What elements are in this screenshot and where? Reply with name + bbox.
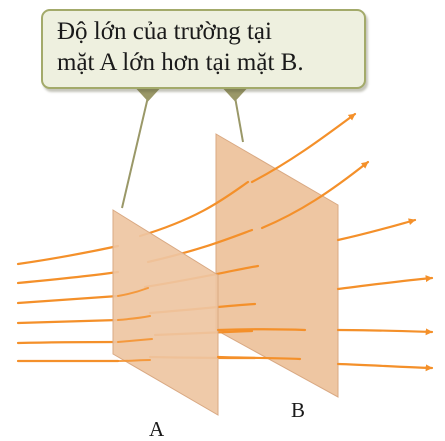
field-lines-right: [250, 112, 434, 372]
field-line-3-left: [16, 294, 120, 305]
field-line-5-through-a: [117, 338, 153, 343]
label-b: B: [291, 398, 305, 422]
pointer-to-b: [234, 96, 244, 143]
label-a: A: [149, 417, 165, 441]
callout-pointers: [121, 87, 249, 209]
field-line-6-front-b: [216, 355, 302, 361]
field-line-6-through-a: [117, 359, 151, 362]
field-lines-left: [16, 244, 120, 363]
field-line-2-left: [16, 270, 120, 285]
field-line-1-right: [250, 112, 357, 184]
field-line-3-through-a: [117, 287, 149, 297]
field-line-4-through-a: [117, 315, 151, 321]
pointer-b-cap: [221, 87, 249, 102]
field-lines-through-a: [117, 287, 153, 362]
field-line-3-right: [336, 218, 417, 242]
field-line-4-right: [336, 275, 434, 291]
field-lines-front-b: [216, 328, 307, 361]
callout-line-1: Độ lớn của trường tại: [57, 18, 272, 45]
pointer-a-cap: [134, 87, 162, 102]
surface-a: [112, 209, 219, 416]
field-line-5-left: [16, 340, 120, 345]
field-line-6-right: [336, 362, 434, 372]
field-line-4-left: [16, 318, 120, 325]
field-line-1-mid: [138, 180, 250, 238]
callout-line-2: mặt A lớn hơn tại mặt B.: [57, 49, 304, 76]
callout-box: Độ lớn của trường tại mặt A lớn hơn tại …: [41, 9, 366, 89]
field-line-5-right: [336, 328, 434, 336]
field-line-5-front-b: [216, 328, 307, 332]
field-line-2-right: [260, 160, 370, 230]
field-line-1-left: [16, 244, 120, 266]
pointer-to-a: [121, 96, 149, 209]
